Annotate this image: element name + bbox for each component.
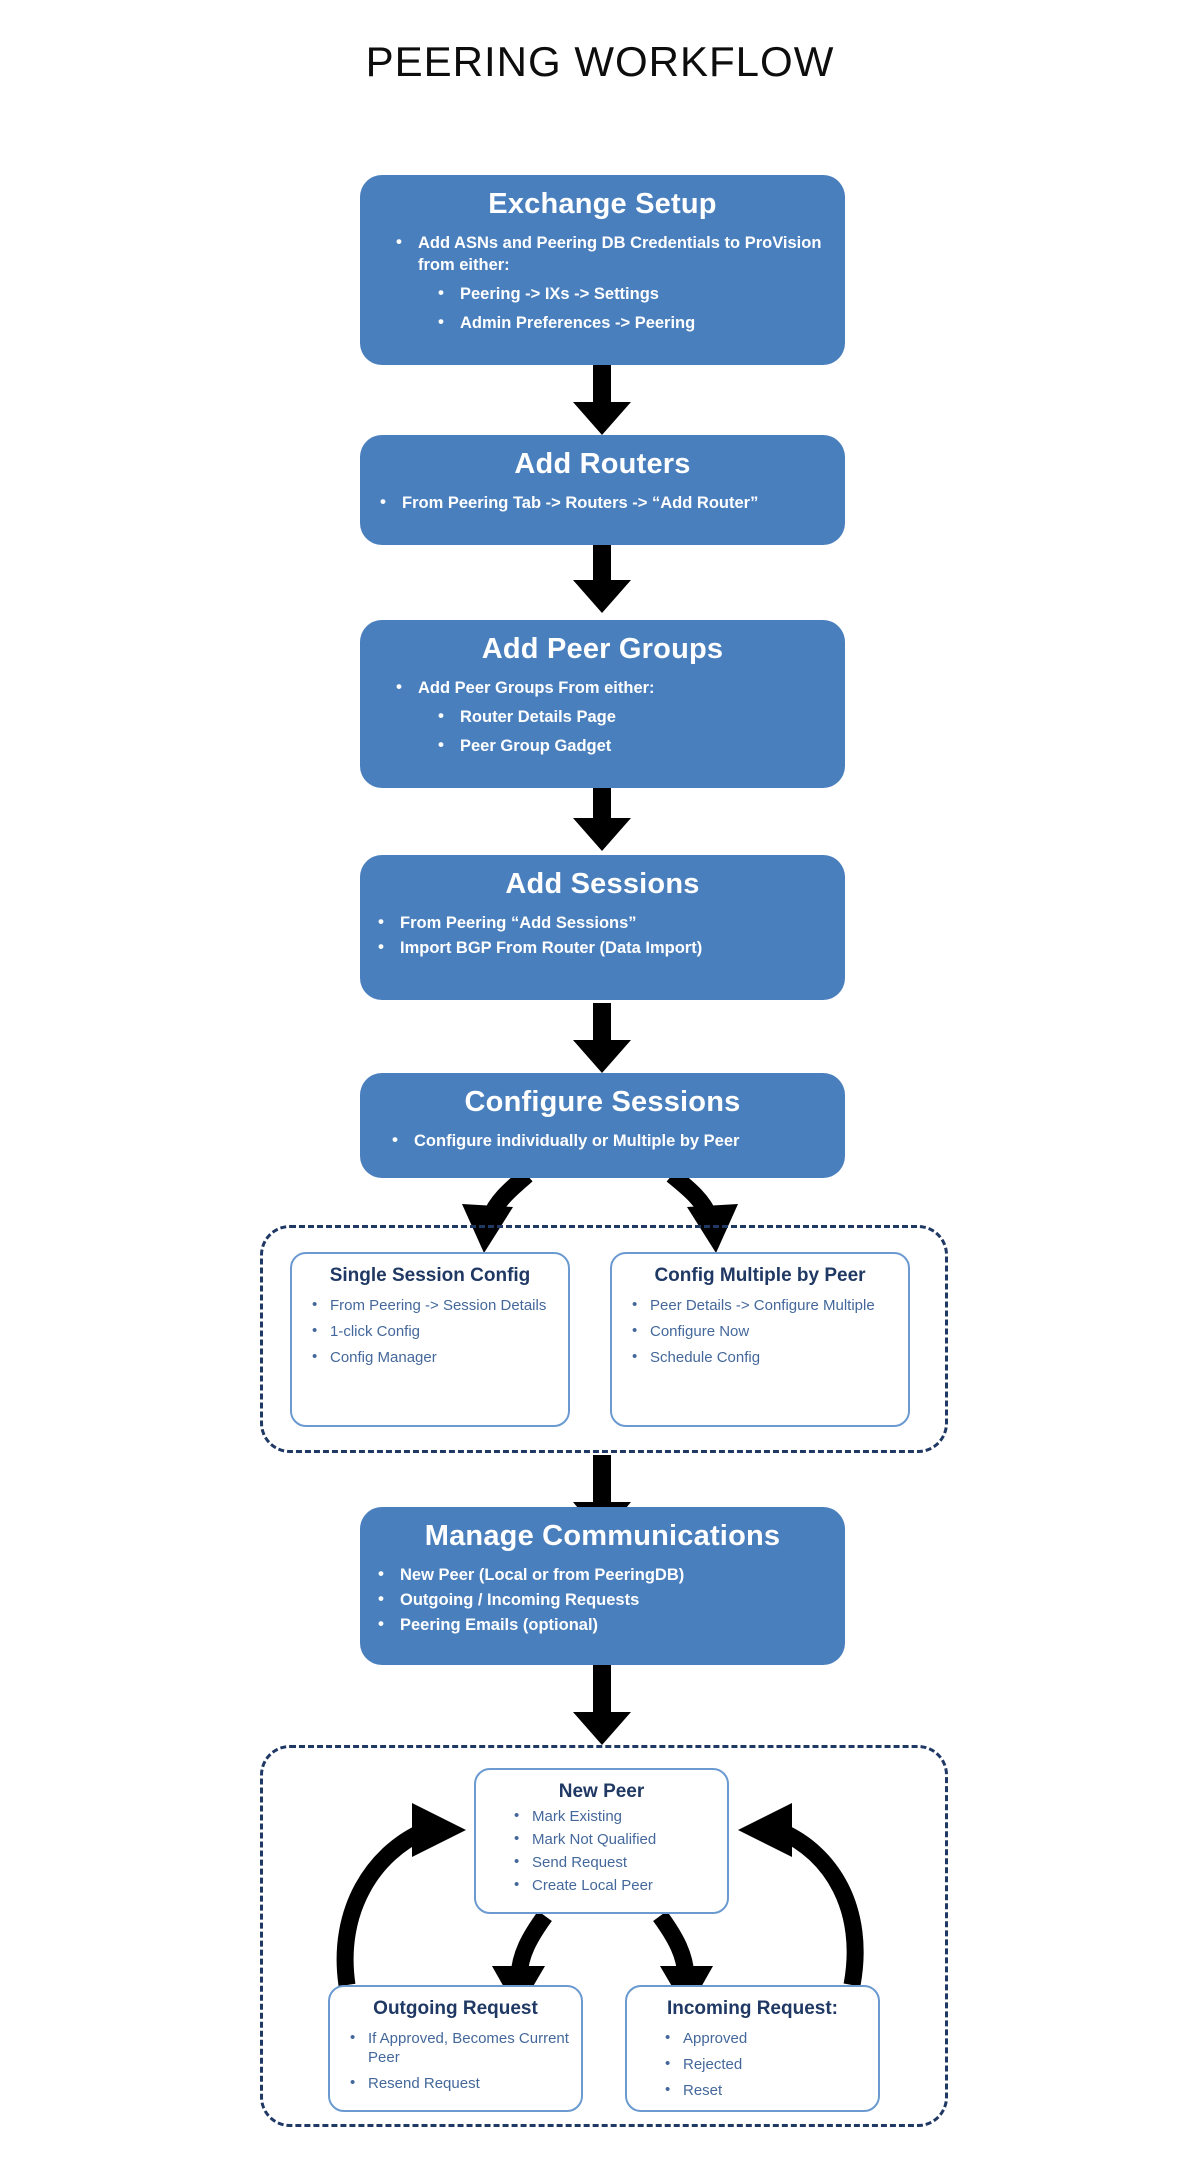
arrow-exchange-to-routers: [573, 363, 631, 435]
bullet-item: Reset: [661, 2080, 868, 2100]
bullet-list: Configure individually or Multiple by Pe…: [360, 1129, 845, 1152]
box-title: Config Multiple by Peer: [654, 1265, 866, 1286]
bullet-item: Resend Request: [346, 2073, 571, 2093]
sub-box-outgoing-request[interactable]: Outgoing Request If Approved, Becomes Cu…: [328, 1985, 583, 2112]
group-container-config-options: [260, 1225, 948, 1453]
bullet-item: Rejected: [661, 2054, 868, 2074]
bullet-item: From Peering Tab -> Routers -> “Add Rout…: [372, 491, 845, 514]
bullet-list: From Peering Tab -> Routers -> “Add Rout…: [360, 491, 845, 514]
bullet-item: Configure individually or Multiple by Pe…: [384, 1129, 845, 1152]
bullet-list: Approved Rejected Reset: [627, 2028, 878, 2101]
bullet-item: New Peer (Local or from PeeringDB): [370, 1563, 845, 1586]
box-title: Add Peer Groups: [481, 633, 724, 665]
arrow-routers-to-peergroups: [573, 543, 631, 613]
bullet-item: If Approved, Becomes Current Peer: [346, 2028, 571, 2067]
box-title: Incoming Request:: [666, 1998, 838, 2019]
bullet-list: From Peering -> Session Details 1-click …: [292, 1295, 568, 1368]
sub-box-config-multiple-by-peer[interactable]: Config Multiple by Peer Peer Details -> …: [610, 1252, 910, 1427]
process-box-add-sessions[interactable]: Add Sessions From Peering “Add Sessions”…: [360, 855, 845, 1000]
group-container-peer-requests: [260, 1745, 948, 2127]
sub-bullet-list: Router Details Page Peer Group Gadget: [360, 705, 845, 757]
sub-box-single-session-config[interactable]: Single Session Config From Peering -> Se…: [290, 1252, 570, 1427]
arrow-peergroups-to-sessions: [573, 788, 631, 851]
process-box-configure-sessions[interactable]: Configure Sessions Configure individuall…: [360, 1073, 845, 1178]
bullet-list: If Approved, Becomes Current Peer Resend…: [330, 2028, 581, 2094]
sub-box-new-peer[interactable]: New Peer Mark Existing Mark Not Qualifie…: [474, 1768, 729, 1914]
bullet-item: Send Request: [510, 1852, 717, 1872]
process-box-manage-communications[interactable]: Manage Communications New Peer (Local or…: [360, 1507, 845, 1665]
bullet-item: From Peering -> Session Details: [308, 1295, 558, 1315]
bullet-item: Configure Now: [628, 1321, 898, 1341]
process-box-add-routers[interactable]: Add Routers From Peering Tab -> Routers …: [360, 435, 845, 545]
process-box-add-peer-groups[interactable]: Add Peer Groups Add Peer Groups From eit…: [360, 620, 845, 788]
bullet-item: 1-click Config: [308, 1321, 558, 1341]
arrow-sessions-to-configure: [573, 1003, 631, 1073]
bullet-item: Peer Details -> Configure Multiple: [628, 1295, 898, 1315]
page-title: PEERING WORKFLOW: [365, 38, 835, 85]
bullet-item: Create Local Peer: [510, 1875, 717, 1895]
bullet-item: Router Details Page: [360, 705, 845, 728]
bullet-item: Add Peer Groups From either:: [388, 676, 845, 699]
bullet-list: Add ASNs and Peering DB Credentials to P…: [360, 231, 845, 276]
bullet-item: Peering -> IXs -> Settings: [360, 282, 845, 305]
bullet-item: Admin Preferences -> Peering: [360, 311, 845, 334]
bullet-list: Mark Existing Mark Not Qualified Send Re…: [476, 1806, 727, 1896]
box-title: Add Sessions: [505, 868, 700, 900]
sub-box-incoming-request[interactable]: Incoming Request: Approved Rejected Rese…: [625, 1985, 880, 2112]
bullet-item: Schedule Config: [628, 1347, 898, 1367]
box-title: Manage Communications: [424, 1520, 781, 1552]
bullet-item: Mark Not Qualified: [510, 1829, 717, 1849]
bullet-item: Peering Emails (optional): [370, 1613, 845, 1636]
bullet-item: Approved: [661, 2028, 868, 2048]
bullet-list: Peer Details -> Configure Multiple Confi…: [612, 1295, 908, 1368]
box-title: Add Routers: [514, 448, 691, 480]
process-box-exchange-setup[interactable]: Exchange Setup Add ASNs and Peering DB C…: [360, 175, 845, 365]
bullet-list: From Peering “Add Sessions” Import BGP F…: [360, 911, 845, 959]
arrow-manage-to-peergroup: [573, 1665, 631, 1745]
bullet-item: Add ASNs and Peering DB Credentials to P…: [388, 231, 845, 276]
bullet-item: Outgoing / Incoming Requests: [370, 1588, 845, 1611]
bullet-list: New Peer (Local or from PeeringDB) Outgo…: [360, 1563, 845, 1636]
box-title: Exchange Setup: [488, 188, 717, 220]
box-title: New Peer: [558, 1781, 645, 1802]
bullet-item: Mark Existing: [510, 1806, 717, 1826]
bullet-item: Config Manager: [308, 1347, 558, 1367]
bullet-item: Peer Group Gadget: [360, 734, 845, 757]
bullet-item: From Peering “Add Sessions”: [370, 911, 845, 934]
box-title: Configure Sessions: [464, 1086, 741, 1118]
sub-bullet-list: Peering -> IXs -> Settings Admin Prefere…: [360, 282, 845, 334]
bullet-item: Import BGP From Router (Data Import): [370, 936, 845, 959]
bullet-list: Add Peer Groups From either:: [360, 676, 845, 699]
box-title: Single Session Config: [329, 1265, 531, 1286]
box-title: Outgoing Request: [373, 1998, 538, 2019]
